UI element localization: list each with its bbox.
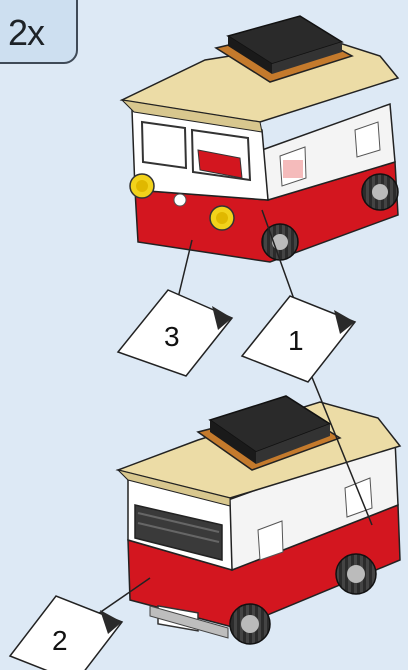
van-top bbox=[122, 16, 398, 262]
callout-number-3: 3 bbox=[164, 321, 180, 352]
callout-number-1: 1 bbox=[288, 325, 304, 356]
callout-tag-3: 3 bbox=[118, 290, 232, 376]
callout-tag-1: 1 bbox=[242, 296, 355, 382]
van-bottom bbox=[118, 396, 400, 644]
callout-number-2: 2 bbox=[52, 625, 68, 656]
callout-tag-2: 2 bbox=[10, 596, 122, 670]
